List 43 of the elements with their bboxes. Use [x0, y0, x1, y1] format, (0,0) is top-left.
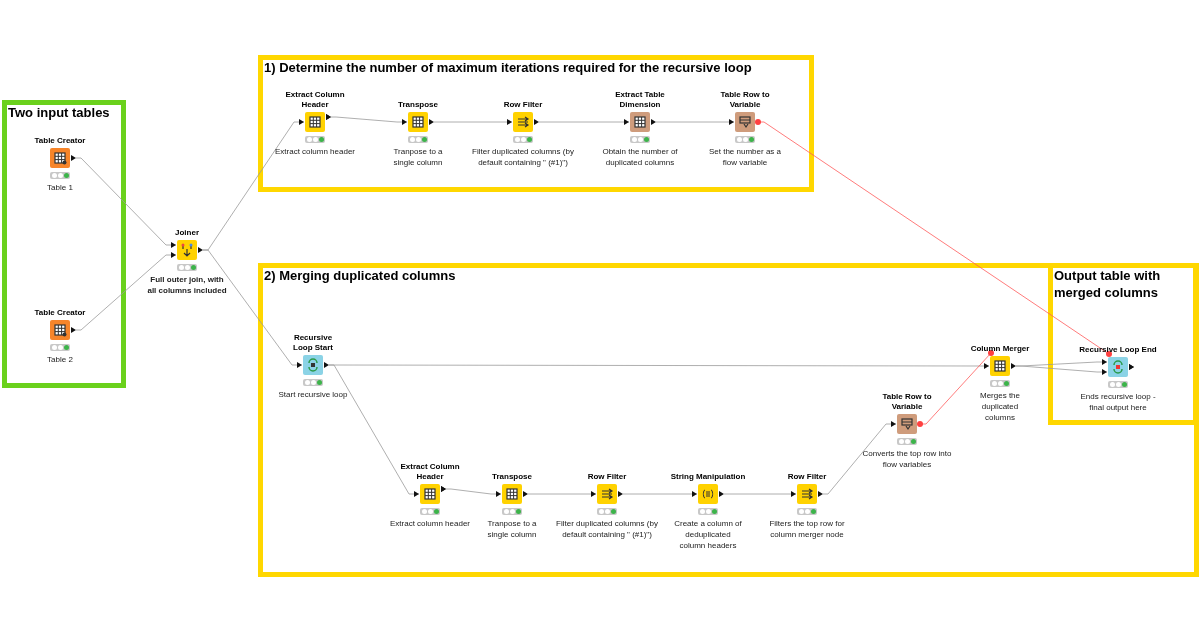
node-description: Tranpose to a single column — [486, 518, 538, 540]
node-description: Set the number as a flow variable — [707, 146, 782, 168]
group-heading: Two input tables — [8, 104, 110, 121]
annotation-frame — [2, 100, 126, 388]
node-description: Merges the duplicated columns — [979, 390, 1021, 423]
annotation-frame — [258, 263, 1199, 577]
node-description: Start recursive loop — [278, 389, 348, 400]
node-title: Table Creator — [34, 308, 86, 318]
node-title: Table Row to Variable — [881, 392, 933, 412]
node-title: Extract Column Header — [284, 90, 346, 110]
node-title: Joiner — [175, 228, 199, 238]
node-title: Row Filter — [503, 100, 543, 110]
node-title: Transpose — [398, 100, 438, 110]
node-description: Extract column header — [389, 518, 470, 529]
node-title: String Manipulation — [670, 472, 746, 482]
node-title: Column Merger — [970, 344, 1030, 354]
node-description: Table 1 — [47, 182, 73, 193]
node-description: Ends recursive loop - final output here — [1079, 391, 1157, 413]
group-heading: Output table with merged columns — [1054, 267, 1162, 301]
group-heading: 1) Determine the number of maximum iterations required for the recursive loop — [264, 59, 752, 76]
flow-variable-connection — [755, 119, 1112, 357]
node-title: Table Row to Variable — [719, 90, 771, 110]
node-description: Obtain the number of duplicated columns — [601, 146, 679, 168]
node-description: Filter duplicated columns (by default containing " (#1)") — [471, 146, 575, 168]
node-title: Extract Column Header — [399, 462, 461, 482]
node-title: Row Filter — [587, 472, 627, 482]
flow-variable-connection — [917, 350, 994, 427]
node-description: Converts the top row into flow variables — [861, 448, 953, 470]
node-description: Extract column header — [274, 146, 355, 157]
node-description: Table 2 — [47, 354, 73, 365]
node-description: Tranpose to a single column — [392, 146, 444, 168]
node-description: Full outer join, with all columns included — [146, 274, 228, 296]
node-title: Extract Table Dimension — [614, 90, 666, 110]
node-title: Transpose — [492, 472, 532, 482]
node-description: Filters the top row for column merger node — [768, 518, 846, 540]
node-description: Create a column of deduplicated column headers — [673, 518, 743, 551]
node-title: Row Filter — [787, 472, 827, 482]
node-description: Filter duplicated columns (by default containing " (#1)") — [555, 518, 659, 540]
node-title: Recursive Loop Start — [292, 333, 334, 353]
group-heading: 2) Merging duplicated columns — [264, 267, 456, 284]
node-title: Table Creator — [34, 136, 86, 146]
node-title: Recursive Loop End — [1079, 345, 1157, 355]
annotation-frame — [258, 55, 814, 192]
